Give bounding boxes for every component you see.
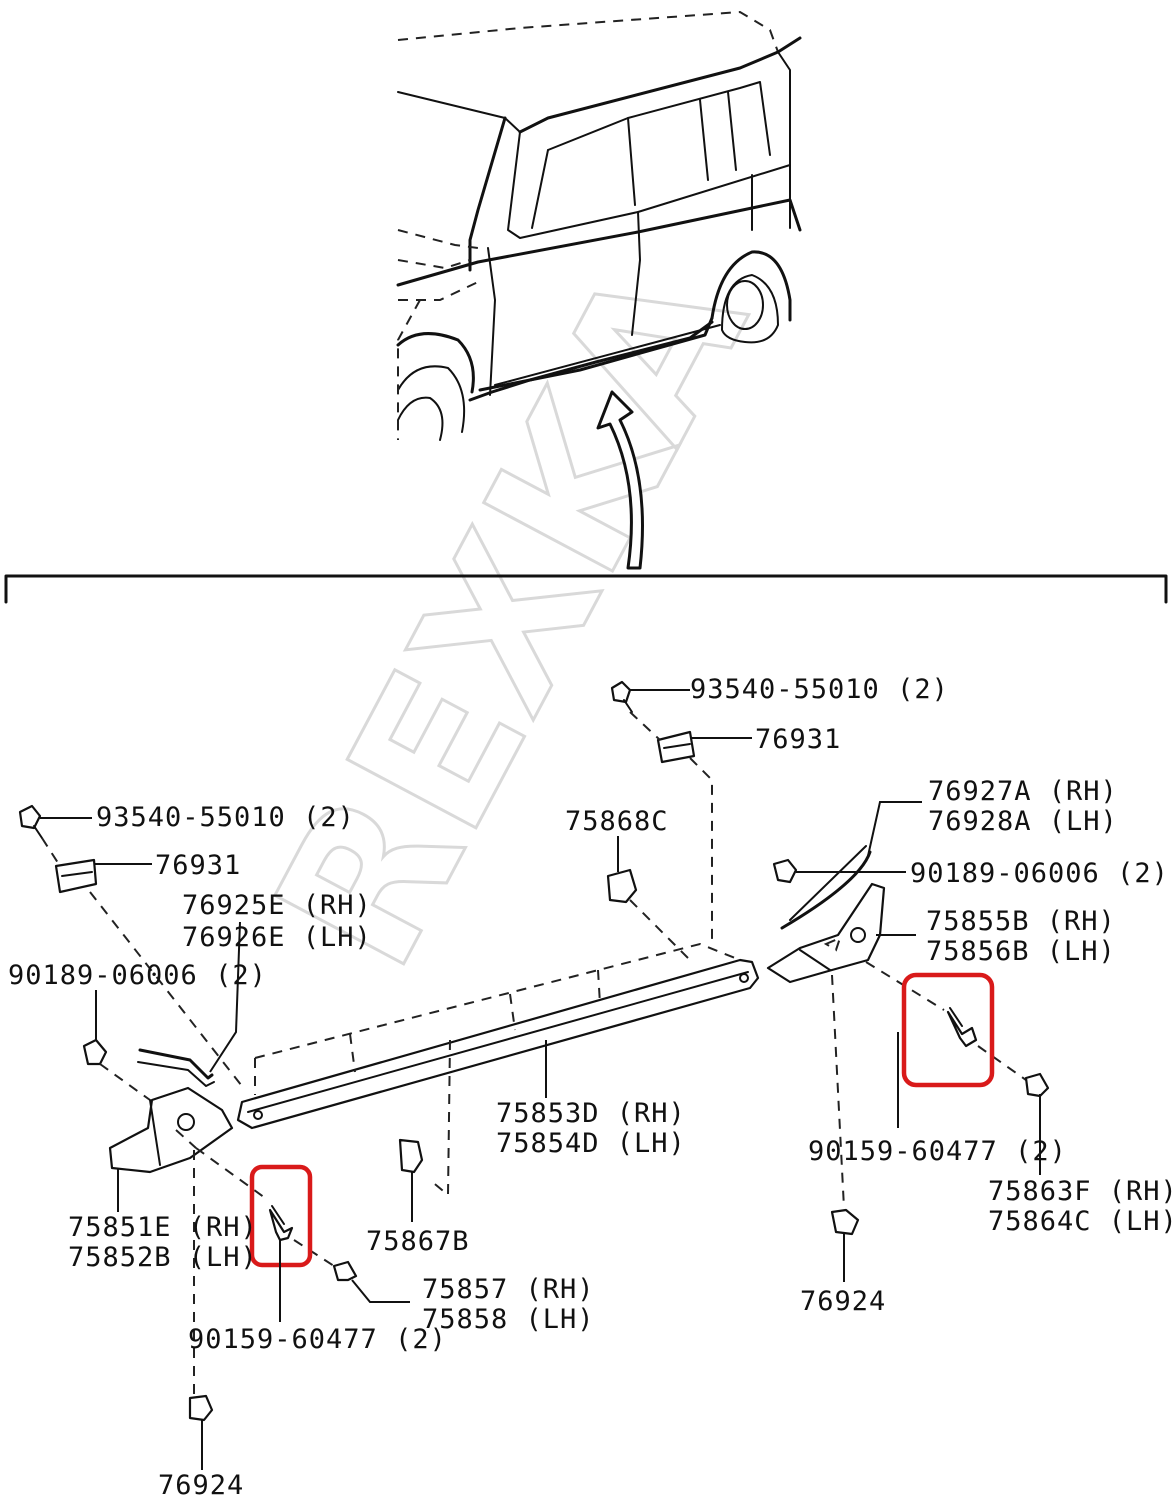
clip-75868c-part: [606, 868, 638, 904]
label-90189-left: 90189-06006 (2): [8, 960, 267, 991]
label-76926e: 76926E (LH): [182, 922, 372, 953]
label-75854d: 75854D (LH): [496, 1128, 686, 1159]
label-75852b: 75852B (LH): [68, 1242, 258, 1273]
highlight-box-right: [901, 972, 995, 1088]
label-75867b: 75867B: [366, 1226, 470, 1257]
left-bolt-part: [268, 1208, 294, 1242]
label-75858: 75858 (LH): [422, 1304, 595, 1335]
label-75857: 75857 (RH): [422, 1274, 595, 1305]
label-76924-left: 76924: [158, 1470, 244, 1500]
label-90159-right: 90159-60477 (2): [808, 1136, 1067, 1167]
label-76925e: 76925E (RH): [182, 890, 372, 921]
label-75868c: 75868C: [565, 806, 669, 837]
right-nut-part: [830, 1208, 860, 1236]
label-76931-left: 76931: [155, 850, 241, 881]
label-75856b: 75856B (LH): [926, 936, 1116, 967]
vehicle-sketch: [396, 10, 802, 441]
leader-lines: [40, 689, 1041, 1470]
exploded-parts: [18, 680, 1050, 1422]
retainer-75857-part: [332, 1260, 358, 1282]
label-76927a: 76927A (RH): [928, 776, 1118, 807]
right-bracket-part: [766, 882, 886, 984]
part-labels: 93540-55010 (2) 76931 93540-55010 (2) 76…: [8, 674, 1172, 1500]
label-93540-left: 93540-55010 (2): [96, 802, 355, 833]
right-clip-part: [772, 858, 798, 884]
left-clip-part: [82, 1038, 108, 1066]
label-76924-right: 76924: [800, 1286, 886, 1317]
label-76931-top: 76931: [755, 724, 841, 755]
clip-75867b-part: [398, 1138, 424, 1174]
rocker-panel-part: [236, 958, 760, 1130]
left-bracket-75851e-part: [108, 1086, 234, 1174]
left-bracket-part: [54, 858, 98, 894]
label-75863f: 75863F (RH): [988, 1176, 1172, 1207]
label-75855b: 75855B (RH): [926, 906, 1116, 937]
left-nut-part: [188, 1394, 214, 1422]
left-screw-part: [18, 804, 42, 830]
label-75851e: 75851E (RH): [68, 1212, 258, 1243]
label-75853d: 75853D (RH): [496, 1098, 686, 1129]
watermark: REXKA: [232, 227, 792, 1003]
label-90189-right: 90189-06006 (2): [910, 858, 1169, 889]
retainer-75863f-part: [1024, 1072, 1050, 1098]
label-90159-left: 90159-60477 (2): [188, 1324, 447, 1355]
top-screw-part: [610, 680, 632, 704]
label-93540-top: 93540-55010 (2): [690, 674, 949, 705]
label-75864c: 75864C (LH): [988, 1206, 1172, 1237]
right-bolt-part: [946, 1010, 978, 1048]
pointer-arrow: [596, 390, 644, 570]
label-76928a: 76928A (LH): [928, 806, 1118, 837]
frame-line: [4, 574, 1168, 604]
